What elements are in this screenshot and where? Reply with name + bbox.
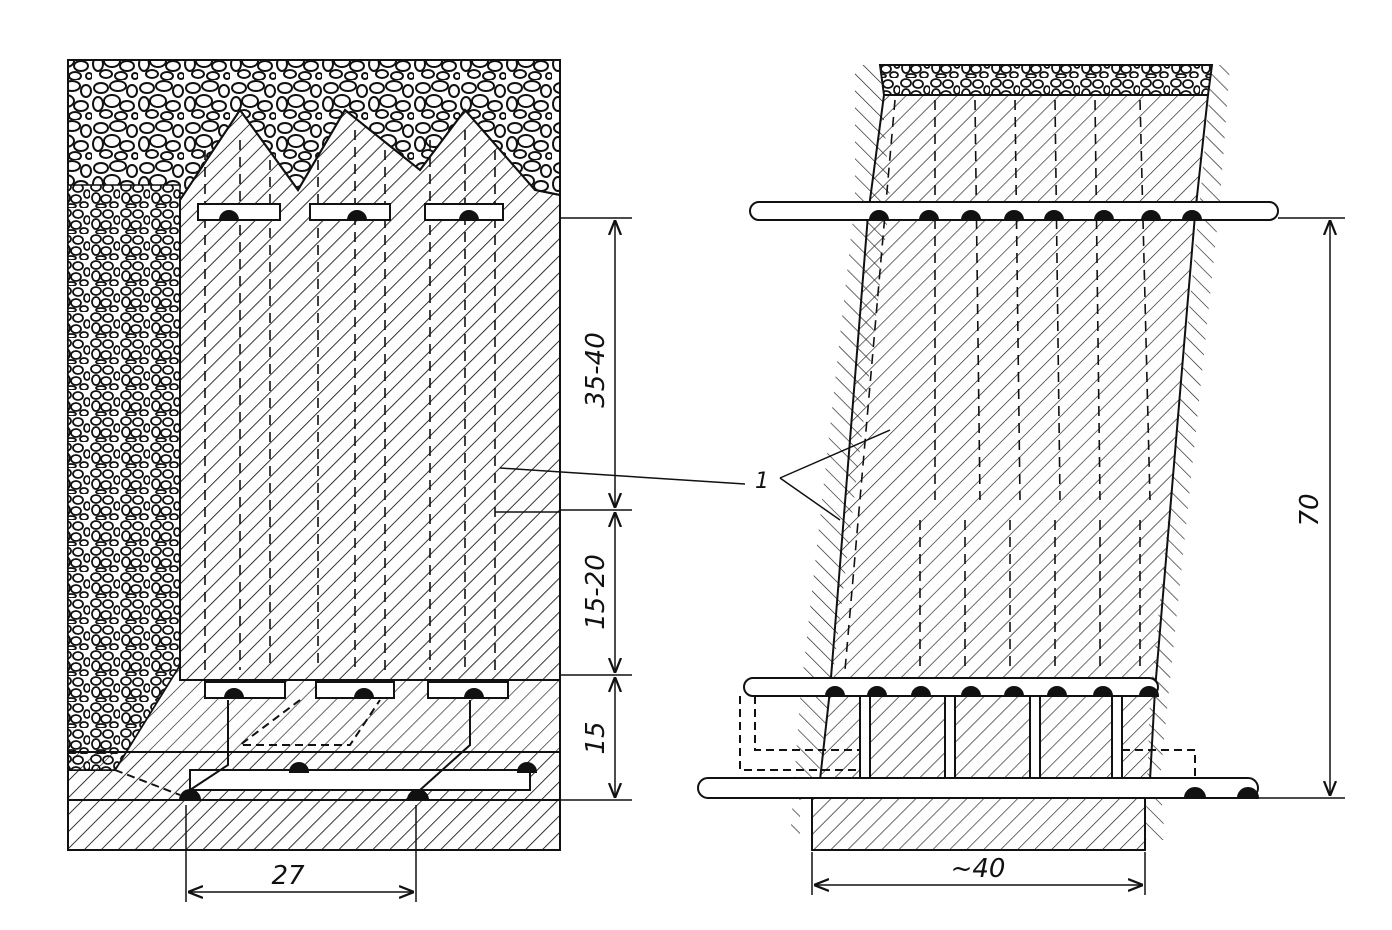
right-floor bbox=[811, 797, 1146, 851]
right-drill-holes bbox=[844, 99, 1151, 671]
left-ore-block bbox=[179, 108, 561, 681]
right-upper-drift bbox=[749, 201, 1279, 221]
left-lower-drifts bbox=[204, 681, 509, 699]
dim-label-15: 15 bbox=[581, 721, 611, 754]
right-wall-right bbox=[1145, 65, 1230, 840]
right-rubble-top bbox=[878, 64, 1214, 96]
right-dimension-labels: 70 ~40 bbox=[951, 493, 1325, 884]
dim-label-27: 27 bbox=[271, 861, 305, 891]
callout-label: 1 bbox=[755, 469, 769, 494]
dim-label-40: ~40 bbox=[951, 854, 1006, 884]
left-upper-drifts bbox=[197, 203, 504, 221]
dim-label-15-20: 15-20 bbox=[581, 554, 611, 630]
dim-label-35-40: 35-40 bbox=[581, 332, 611, 408]
right-haulage-drift bbox=[697, 777, 1260, 799]
left-floor bbox=[67, 799, 561, 851]
left-rubble-side bbox=[67, 184, 181, 771]
callout-1 bbox=[495, 429, 891, 521]
right-section bbox=[697, 64, 1279, 851]
dim-label-70: 70 bbox=[1295, 493, 1325, 526]
left-dimensions bbox=[185, 217, 632, 902]
left-dimension-labels: 35-40 15-20 15 27 bbox=[271, 332, 611, 891]
left-section bbox=[67, 59, 561, 851]
right-dimensions bbox=[811, 217, 1345, 895]
right-lower-drift bbox=[743, 677, 1160, 697]
